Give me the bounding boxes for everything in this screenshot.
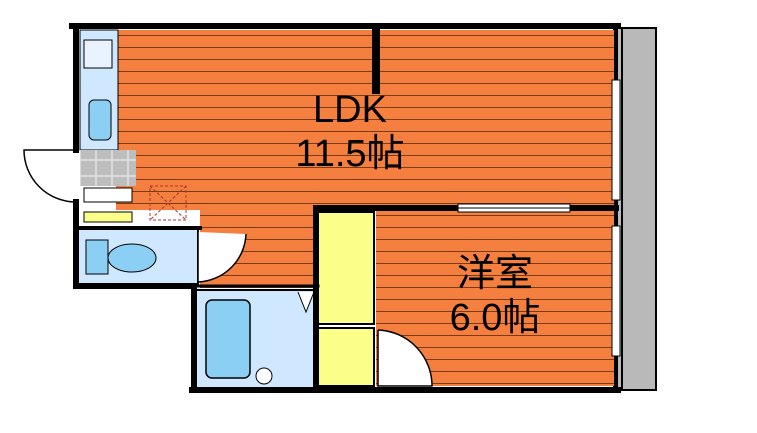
closet-lower: [317, 327, 375, 387]
toilet-bowl-icon: [107, 243, 157, 273]
bath-door-icon: [297, 291, 315, 314]
western-room-name: 洋室: [456, 253, 533, 295]
washer-pan-icon: [149, 185, 187, 221]
closet: [317, 211, 375, 325]
door-swing-icon: [23, 149, 77, 203]
western-room-label: 洋室 6.0帖: [420, 252, 570, 340]
western-room-size: 6.0帖: [449, 297, 541, 339]
bathtub-icon: [205, 299, 251, 379]
door-swing-icon: [377, 329, 433, 387]
balcony-window: [611, 79, 621, 201]
door-swing-icon: [197, 232, 247, 283]
bath-drain-icon: [255, 367, 273, 385]
shoe-cabinet-top: [83, 211, 133, 223]
entrance-tiles: [80, 150, 136, 186]
ldk-floor: [116, 30, 614, 210]
ldk-label: LDK 11.5帖: [255, 88, 445, 176]
kitchen-sink-icon: [88, 99, 112, 141]
stove-icon: [83, 39, 113, 69]
ldk-name: LDK: [313, 89, 387, 131]
toilet-icon: [85, 239, 109, 275]
ldk-size: 11.5帖: [295, 133, 405, 175]
shoe-cabinet: [83, 187, 133, 203]
balcony-window: [611, 225, 621, 357]
